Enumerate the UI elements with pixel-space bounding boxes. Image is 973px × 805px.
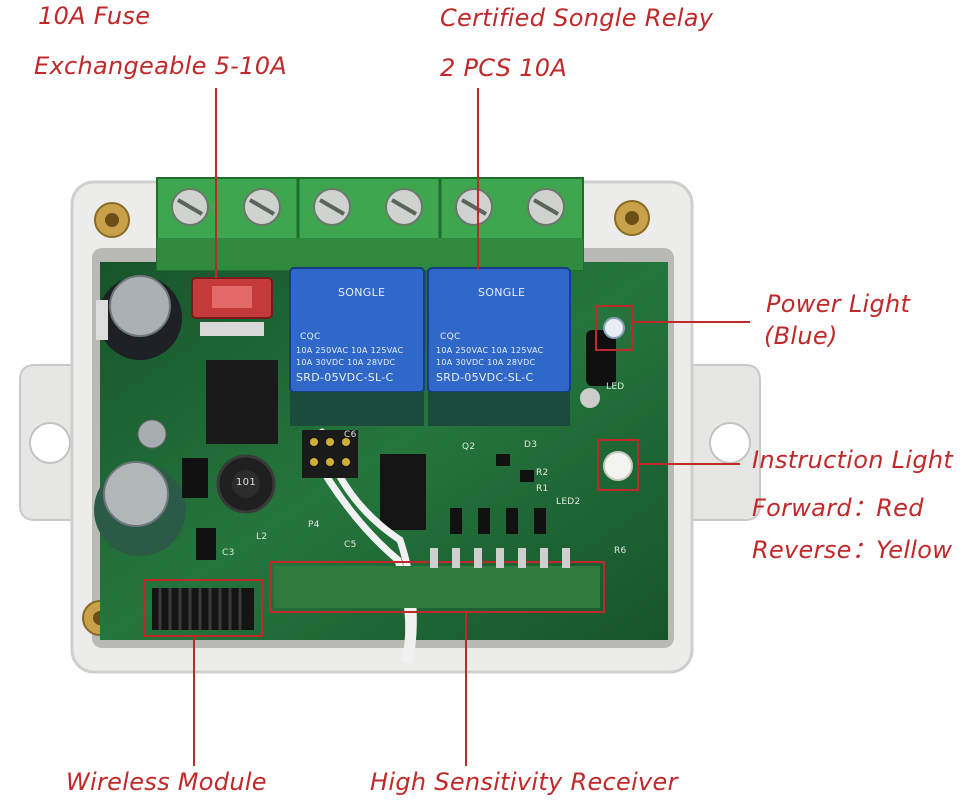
inductor-label: 101 [236, 477, 256, 488]
relay2-cert: CQC [440, 332, 461, 342]
relay2-model: SRD-05VDC-SL-C [436, 371, 534, 384]
relay2-rating1: 10A 250VAC 10A 125VAC [436, 346, 544, 355]
power-light-label-line2: (Blue) [764, 322, 838, 350]
instruction-light-label-line2: Forward：Red [752, 494, 924, 522]
relay2-rating2: 10A 30VDC 10A 28VDC [436, 358, 536, 367]
relay1-rating1: 10A 250VAC 10A 125VAC [296, 346, 404, 355]
pcb-c6: C6 [344, 430, 357, 440]
pcb-c3: C3 [222, 548, 235, 558]
receiver-label: High Sensitivity Receiver [370, 768, 678, 796]
inductor [216, 454, 276, 514]
relay1-model: SRD-05VDC-SL-C [296, 371, 394, 384]
power-light-label-line1: Power Light [766, 290, 911, 318]
left-mount-hole [29, 422, 71, 464]
pcb-led: LED [606, 382, 625, 392]
pcb-r2: R2 [536, 468, 549, 478]
pcb-d3: D3 [524, 440, 538, 450]
capacitor-bottom [94, 461, 186, 556]
pcb-l2: L2 [256, 532, 268, 542]
annotation-leaders [193, 88, 750, 766]
capacitor-top [96, 275, 182, 360]
relay1-cert: CQC [300, 332, 321, 342]
pcb-led2: LED2 [556, 497, 581, 507]
screw-board [137, 419, 167, 449]
pin-header [302, 430, 358, 478]
relay-1 [289, 267, 425, 426]
instruction-light-label-line3: Reverse：Yellow [752, 536, 953, 564]
receiver-board [269, 548, 605, 613]
logic-ic [380, 454, 426, 530]
diode-smd-2 [196, 528, 216, 560]
power-led [595, 305, 633, 351]
relay-2 [427, 267, 571, 426]
relay1-rating2: 10A 30VDC 10A 28VDC [296, 358, 396, 367]
instruction-light-label-line1: Instruction Light [752, 446, 954, 474]
relay-label-line1: Certified Songle Relay [440, 4, 714, 32]
diode-smd [182, 458, 208, 498]
transistor [586, 330, 616, 386]
pcb-p4: P4 [308, 520, 320, 530]
screw-small [580, 388, 600, 408]
smd-components [450, 454, 546, 534]
right-mount-hole [709, 422, 751, 464]
pcb-r1: R1 [536, 484, 549, 494]
relay-label-line2: 2 PCS 10A [440, 54, 568, 82]
terminal-blocks [156, 177, 584, 271]
pcb-r6: R6 [614, 546, 627, 556]
wireless-module [143, 579, 263, 637]
pcb-c5: C5 [344, 540, 357, 550]
relay2-brand: SONGLE [478, 286, 526, 299]
relay1-brand: SONGLE [338, 286, 386, 299]
wireless-module-label: Wireless Module [66, 768, 267, 796]
fuse-label-line2: Exchangeable 5-10A [34, 52, 287, 80]
pcb-q2: Q2 [462, 442, 476, 452]
fuse-label-line1: 10A Fuse [38, 2, 151, 30]
fuse [191, 277, 273, 336]
regulator-ic [206, 360, 278, 444]
